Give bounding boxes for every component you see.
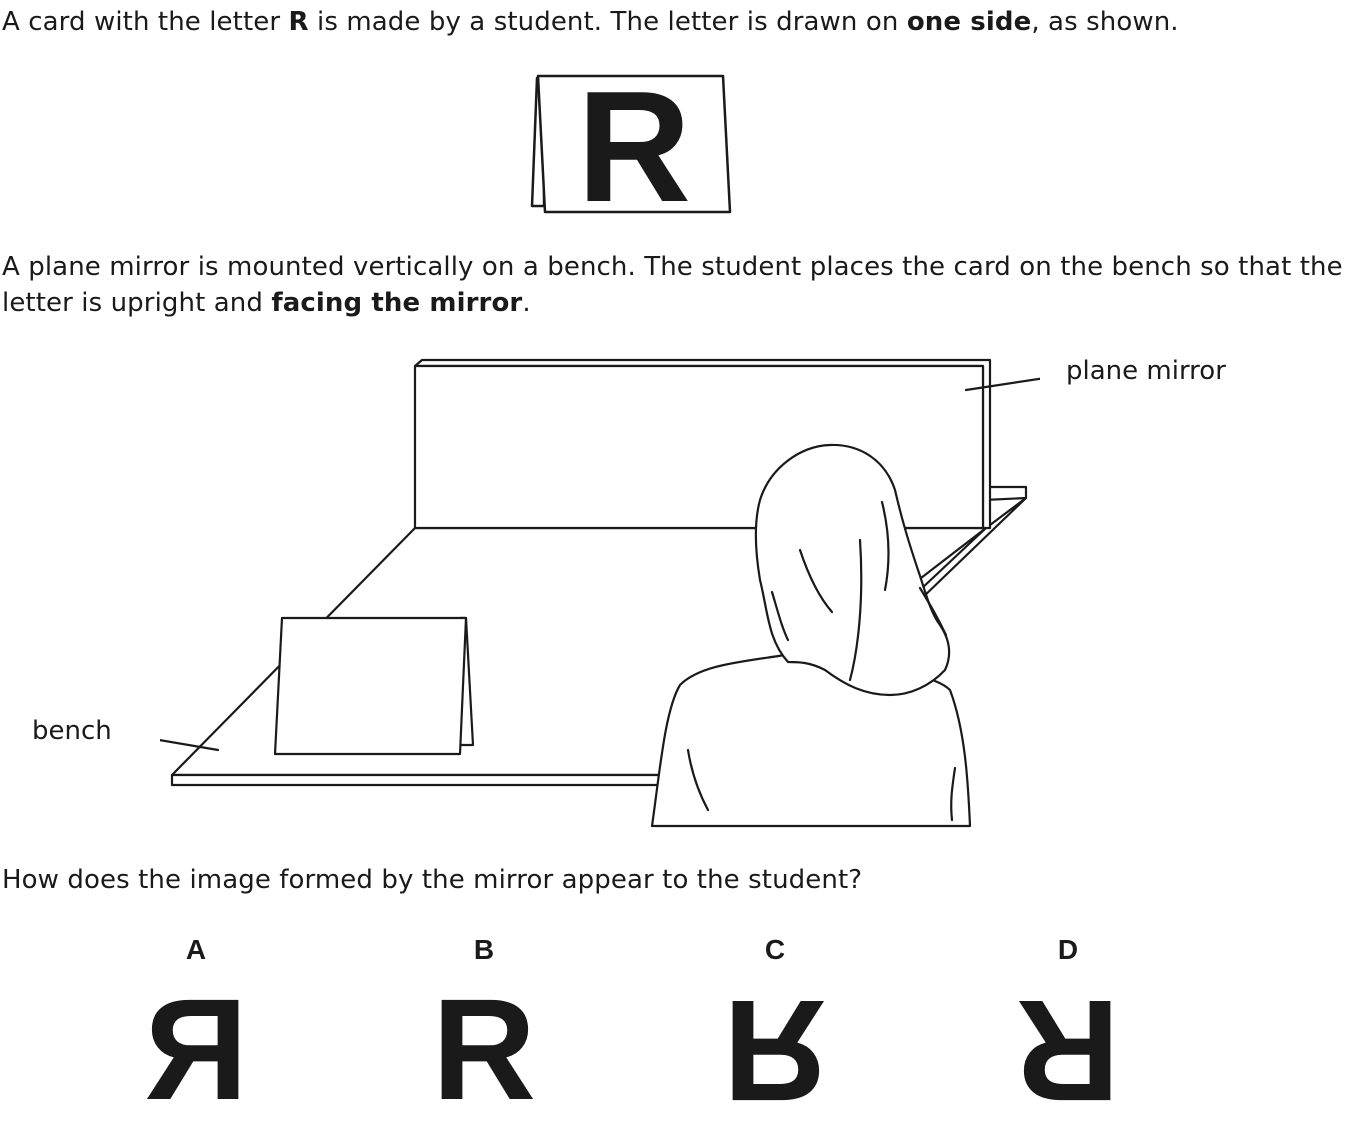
- intro-part-3: , as shown.: [1031, 7, 1179, 37]
- hair-strand-2: [798, 548, 834, 614]
- hair-strand-5: [918, 586, 948, 637]
- option-d-glyph: R: [1016, 970, 1120, 1131]
- mirror-leader-line: [964, 377, 1040, 392]
- setup-part-1: A plane mirror is mounted vertically on …: [2, 252, 1343, 318]
- option-a-letter: A: [185, 934, 207, 965]
- sleeve-fold-2: [950, 766, 957, 822]
- hair-strand-1: [770, 590, 790, 642]
- option-b[interactable]: B R: [414, 932, 554, 1122]
- question-text: How does the image formed by the mirror …: [2, 865, 863, 895]
- student-hair: [754, 443, 951, 697]
- hair-strand-3: [880, 500, 890, 592]
- sleeve-fold-1: [686, 748, 710, 812]
- setup-text: A plane mirror is mounted vertically on …: [2, 249, 1347, 321]
- bench-front-edge: [170, 773, 667, 787]
- bench-card-front: [273, 616, 468, 756]
- label-bench: bench: [32, 716, 112, 746]
- option-a-glyph: R: [144, 969, 248, 1130]
- card-letter: R: [577, 68, 691, 218]
- option-d[interactable]: D R: [998, 932, 1138, 1131]
- label-plane-mirror: plane mirror: [1066, 356, 1226, 386]
- option-d-letter: D: [1057, 934, 1079, 965]
- card-front-panel: [536, 74, 732, 214]
- intro-part-1: A card with the letter: [2, 7, 289, 37]
- option-a[interactable]: A R: [126, 932, 266, 1130]
- intro-text: A card with the letter R is made by a st…: [2, 4, 1347, 40]
- scene-figure: [160, 358, 1040, 828]
- hair-strand-4: [848, 538, 863, 682]
- option-c-letter: C: [764, 934, 786, 965]
- setup-bold: facing the mirror: [271, 288, 523, 318]
- option-b-letter: B: [473, 934, 495, 965]
- option-b-glyph: R: [432, 969, 536, 1130]
- option-c-glyph: R: [723, 970, 827, 1131]
- intro-letter: R: [288, 7, 309, 37]
- bench-leader-line: [160, 739, 220, 752]
- setup-part-2: .: [522, 288, 531, 318]
- intro-bold: one side: [906, 7, 1032, 37]
- option-c[interactable]: C R: [705, 932, 845, 1131]
- card-figure: R: [530, 68, 732, 218]
- intro-part-2: is made by a student. The letter is draw…: [308, 7, 907, 37]
